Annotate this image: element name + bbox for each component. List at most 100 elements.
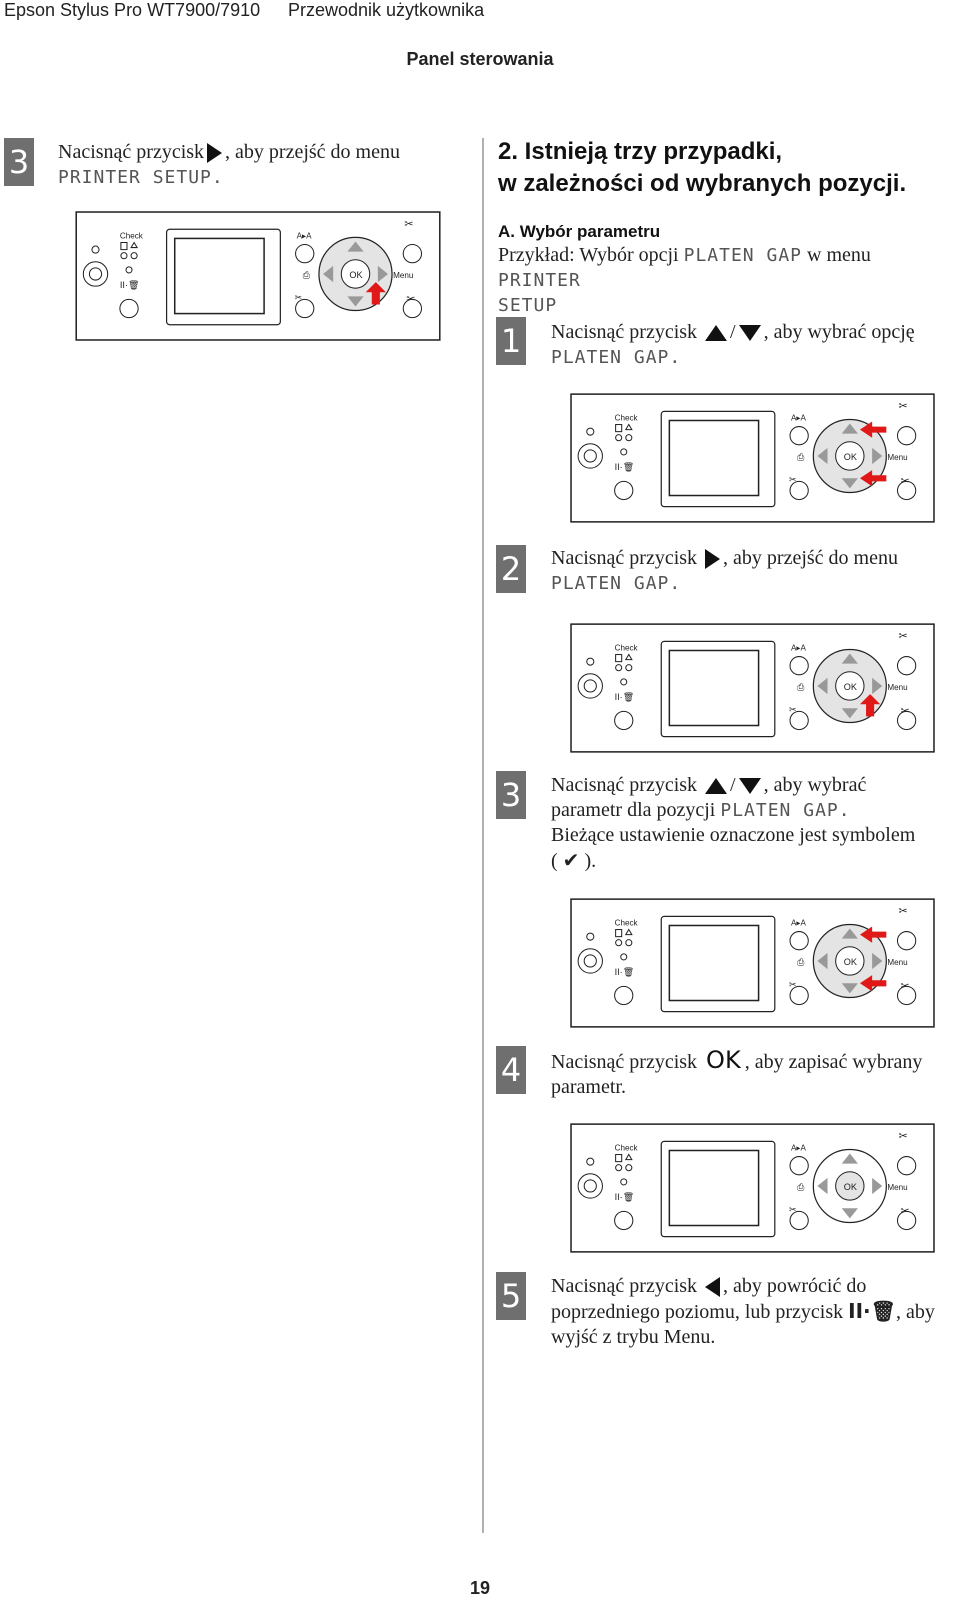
right-button[interactable]	[377, 265, 388, 283]
power-button[interactable]	[82, 261, 109, 287]
step-number-badge: 2	[496, 545, 526, 593]
up-button[interactable]	[841, 653, 858, 664]
right-button[interactable]	[872, 677, 883, 695]
power-icon	[88, 267, 103, 281]
cut-button[interactable]	[896, 480, 917, 501]
right-button[interactable]	[872, 952, 883, 970]
ok-button[interactable]	[835, 946, 865, 976]
power-button[interactable]	[577, 948, 603, 974]
control-panel: Check II·🗑 A▸A ⎙ ✂ OK Menu ✂ ✂	[570, 1123, 935, 1253]
case-title: A. Wybór parametru	[498, 222, 661, 241]
check-light	[615, 939, 623, 947]
cut-button[interactable]	[896, 985, 917, 1006]
paper-cut-icon: ✂	[295, 292, 303, 302]
example-prefix: Przykład: Wybór opcji	[498, 244, 679, 266]
step-text: , aby	[896, 1301, 935, 1323]
paper-cut-icon: ✂	[789, 474, 797, 484]
paper-feed-button[interactable]	[295, 298, 315, 319]
control-panel: Check II·🗑 A▸A ⎙ ✂ OK Menu ✂ ✂	[570, 898, 935, 1028]
left-button[interactable]	[817, 952, 828, 970]
left-arrow-icon	[705, 1277, 721, 1298]
down-button[interactable]	[841, 1208, 858, 1219]
pause-cancel-icon: II·🗑	[615, 462, 635, 472]
down-arrow-icon	[738, 325, 761, 342]
up-button[interactable]	[841, 928, 858, 939]
left-button[interactable]	[323, 265, 334, 283]
control-panel: Check II·🗑 A▸A ⎙ ✂ OK Menu ✂ ✂	[570, 623, 935, 753]
left-button[interactable]	[817, 677, 828, 695]
down-button[interactable]	[841, 478, 858, 489]
lcd-screen	[173, 237, 265, 315]
power-button[interactable]	[577, 443, 603, 469]
lcd-menu-name: PRINTER	[498, 270, 581, 291]
lcd-screen	[668, 1149, 760, 1227]
check-label: Check	[615, 413, 639, 422]
pause-cancel-icon: II·🗑	[615, 692, 635, 702]
lcd-option: PLATEN GAP	[683, 245, 802, 266]
menu-button[interactable]	[896, 426, 917, 446]
paper-check-icon	[615, 424, 623, 433]
paper-source-button[interactable]	[295, 244, 315, 264]
lcd-option: PLATEN GAP.	[551, 347, 682, 368]
pause-button[interactable]	[614, 480, 634, 501]
paper-source-button[interactable]	[789, 426, 809, 446]
down-button[interactable]	[841, 708, 858, 719]
menu-button[interactable]	[896, 656, 917, 676]
red-arrow-icon	[859, 470, 887, 487]
ok-button[interactable]	[835, 441, 865, 471]
paper-source-button[interactable]	[789, 1156, 809, 1176]
paper-feed-icon: ⎙	[303, 270, 311, 280]
paper-check-icon	[615, 929, 623, 938]
ok-button[interactable]	[835, 671, 865, 701]
step-text: parametr.	[551, 1076, 626, 1098]
paper-source-button[interactable]	[789, 931, 809, 951]
paper-feed-button[interactable]	[789, 710, 809, 731]
menu-button[interactable]	[896, 931, 917, 951]
left-button[interactable]	[817, 1177, 828, 1195]
paper-feed-icon: ⎙	[797, 452, 805, 462]
guide-title: Przewodnik użytkownika	[288, 0, 485, 20]
right-arrow-icon	[207, 143, 223, 164]
paper-check-icon	[615, 654, 623, 663]
left-button[interactable]	[817, 447, 828, 465]
right-button[interactable]	[872, 447, 883, 465]
lcd-screen	[668, 924, 760, 1002]
menu-button[interactable]	[896, 1156, 917, 1176]
step-text: , aby przejść do menu	[723, 547, 898, 569]
up-button[interactable]	[841, 423, 858, 434]
down-button[interactable]	[841, 983, 858, 994]
paper-feed-button[interactable]	[789, 480, 809, 501]
right-button[interactable]	[872, 1177, 883, 1195]
up-button[interactable]	[841, 1153, 858, 1164]
pause-cancel-icon: II·🗑	[615, 1192, 635, 1202]
cut-button[interactable]	[896, 1210, 917, 1231]
paper-feed-button[interactable]	[789, 985, 809, 1006]
pause-button[interactable]	[119, 298, 139, 319]
power-button[interactable]	[577, 673, 603, 699]
power-icon	[583, 679, 597, 693]
paper-source-button[interactable]	[789, 656, 809, 676]
step-text: parametr dla pozycji	[551, 799, 716, 821]
power-button[interactable]	[577, 1173, 603, 1199]
ok-button[interactable]	[835, 1171, 865, 1201]
red-arrow-icon	[859, 694, 881, 717]
pause-button[interactable]	[614, 1210, 634, 1231]
menu-button[interactable]	[402, 244, 423, 264]
control-panel: Check II·🗑 A▸A ⎙ ✂ OK Menu ✂ ✂	[570, 393, 935, 523]
check-light	[620, 448, 628, 456]
check-label: Check	[120, 231, 144, 240]
step-text: , aby wybrać	[763, 774, 867, 796]
paper-feed-button[interactable]	[789, 1210, 809, 1231]
pause-button[interactable]	[614, 710, 634, 731]
ok-button[interactable]	[340, 259, 371, 289]
up-button[interactable]	[347, 241, 364, 252]
down-button[interactable]	[347, 296, 364, 307]
cut-button[interactable]	[402, 298, 423, 319]
menu-label: Menu	[887, 958, 907, 967]
ok-label: OK	[844, 452, 857, 462]
cut-button[interactable]	[896, 710, 917, 731]
pause-button[interactable]	[614, 985, 634, 1006]
case-heading: 2. Istnieją trzy przypadki, w zależności…	[498, 136, 958, 200]
lcd-menu-name: PRINTER SETUP.	[58, 167, 224, 188]
power-icon	[583, 449, 597, 463]
